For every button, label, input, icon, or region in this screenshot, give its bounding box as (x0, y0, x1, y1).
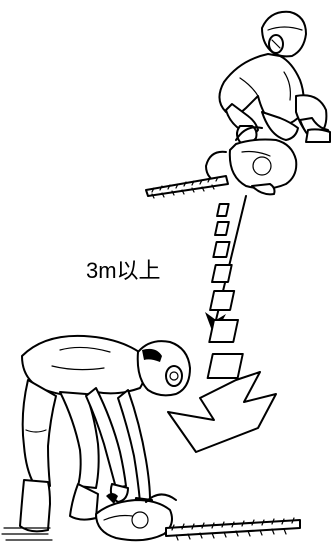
top-worker-figure (218, 10, 331, 145)
step-marker (211, 264, 233, 283)
ground-lines (1, 527, 53, 541)
ground-ribbon (167, 371, 277, 453)
step-marker (214, 221, 230, 236)
top-hedge-trimmer (145, 126, 298, 199)
step-markers (206, 203, 244, 379)
step-marker (206, 353, 244, 379)
bottom-hedge-trimmer (95, 493, 301, 542)
step-marker (212, 241, 231, 258)
step-marker (216, 203, 230, 217)
step-marker (209, 290, 236, 311)
distance-label: 3m以上 (86, 258, 161, 283)
bottom-worker-figure (19, 334, 191, 533)
step-marker (208, 319, 240, 343)
